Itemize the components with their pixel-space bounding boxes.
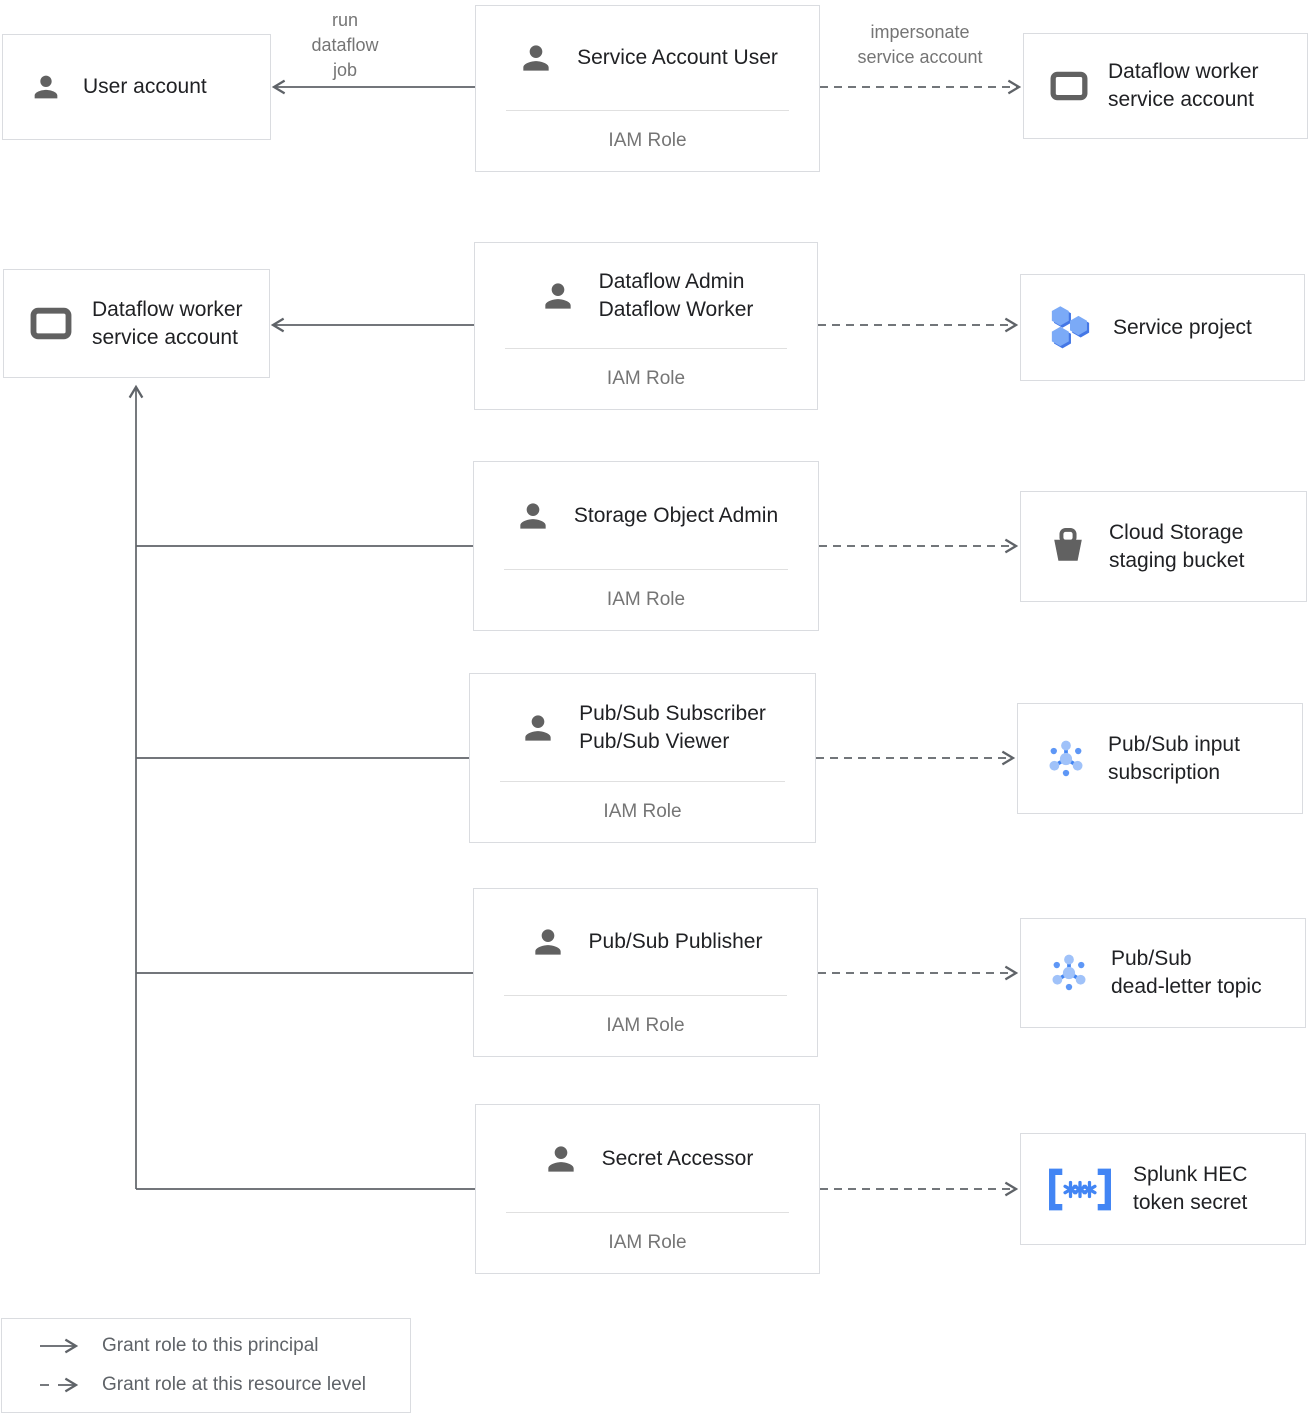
service-project-box: Service project (1020, 274, 1305, 381)
divider (504, 995, 787, 996)
pubsub-icon (1052, 954, 1086, 991)
iam-role-label: IAM Role (608, 1232, 687, 1253)
dataflow-admin-worker-role-box: Dataflow Admin Dataflow Worker IAM Role (474, 242, 818, 410)
service-account-icon (30, 307, 72, 340)
legend-dashed-label: Grant role at this resource level (102, 1374, 367, 1395)
person-icon (547, 1145, 574, 1172)
impersonate-label: impersonate service account (822, 20, 1018, 70)
legend-solid-label: Grant role to this principal (102, 1335, 319, 1356)
pubsub-dead-letter-topic-box: Pub/Sub dead-letter topic (1020, 918, 1306, 1028)
secret-accessor-role-box: Secret Accessor IAM Role (475, 1104, 820, 1274)
service-account-icon (1050, 71, 1088, 101)
box-label-line2: service account (92, 325, 238, 349)
role-title: Secret Accessor (601, 1146, 754, 1170)
legend-solid-row: Grant role to this principal (38, 1335, 410, 1357)
run-dataflow-job-label: run dataflow job (280, 8, 410, 83)
box-label-line1: Dataflow worker (1108, 60, 1259, 83)
person-icon (534, 929, 561, 955)
role-title-line2: Dataflow Worker (598, 297, 754, 321)
iam-role-label: IAM Role (608, 130, 687, 151)
person-icon (544, 282, 571, 309)
box-label-line2: dead-letter topic (1111, 975, 1262, 998)
impersonate-label-line2: service account (857, 47, 983, 67)
run-label-line3: job (332, 60, 358, 80)
divider (505, 348, 787, 349)
bucket-icon (1054, 527, 1082, 561)
iam-role-label: IAM Role (603, 801, 682, 822)
pubsub-subscriber-viewer-role-box: Pub/Sub Subscriber Pub/Sub Viewer IAM Ro… (469, 673, 816, 843)
project-icon (1051, 305, 1090, 348)
box-label-line1: Pub/Sub input (1108, 732, 1240, 756)
solid-arrow-icon (40, 1338, 79, 1354)
splunk-hec-token-secret-box: Splunk HEC token secret (1020, 1133, 1306, 1245)
pubsub-icon (1049, 740, 1083, 776)
user-account-box: User account (2, 34, 271, 140)
person-icon (34, 75, 58, 99)
box-label-line2: token secret (1133, 1191, 1248, 1214)
box-label-line2: subscription (1108, 760, 1221, 784)
role-title-line1: Pub/Sub Subscriber (579, 701, 766, 725)
box-label-line1: Splunk HEC (1133, 1163, 1248, 1186)
service-account-user-role-box: Service Account User IAM Role (475, 5, 820, 172)
role-title: Service Account User (577, 46, 778, 69)
divider (504, 569, 788, 570)
impersonate-label-line1: impersonate (870, 22, 970, 42)
legend: Grant role to this principal Grant role … (1, 1318, 411, 1413)
divider (506, 110, 789, 111)
iam-role-label: IAM Role (606, 1015, 685, 1036)
pubsub-publisher-role-box: Pub/Sub Publisher IAM Role (473, 888, 818, 1057)
role-title-line2: Pub/Sub Viewer (579, 729, 730, 753)
user-account-label: User account (83, 75, 207, 98)
divider (506, 1212, 789, 1213)
role-title-line1: Dataflow Admin (598, 269, 745, 293)
box-label-line2: service account (1108, 88, 1254, 111)
pubsub-input-subscription-box: Pub/Sub input subscription (1017, 703, 1303, 814)
cloud-storage-staging-bucket-box: Cloud Storage staging bucket (1020, 491, 1307, 602)
iam-role-label: IAM Role (606, 368, 686, 389)
dataflow-worker-service-account-box: Dataflow worker service account (1023, 33, 1308, 139)
dashed-arrow-icon (40, 1377, 79, 1393)
box-label-line1: Cloud Storage (1109, 520, 1244, 544)
divider (500, 781, 785, 782)
dataflow-worker-service-account-box: Dataflow worker service account (3, 269, 270, 378)
role-title: Pub/Sub Publisher (588, 930, 763, 953)
legend-dashed-row: Grant role at this resource level (38, 1374, 410, 1396)
person-icon (523, 45, 549, 71)
storage-object-admin-role-box: Storage Object Admin IAM Role (473, 461, 819, 631)
person-icon (525, 714, 551, 741)
run-label-line2: dataflow (311, 35, 379, 55)
box-label-line1: Dataflow worker (92, 297, 243, 321)
iam-role-label: IAM Role (606, 589, 686, 610)
role-title: Storage Object Admin (573, 503, 779, 527)
person-icon (520, 502, 546, 529)
run-label-line1: run (331, 10, 358, 30)
box-label-line2: staging bucket (1109, 548, 1245, 572)
secret-icon (1049, 1168, 1111, 1210)
box-label-line1: Pub/Sub (1111, 947, 1192, 970)
box-label: Service project (1113, 315, 1252, 339)
